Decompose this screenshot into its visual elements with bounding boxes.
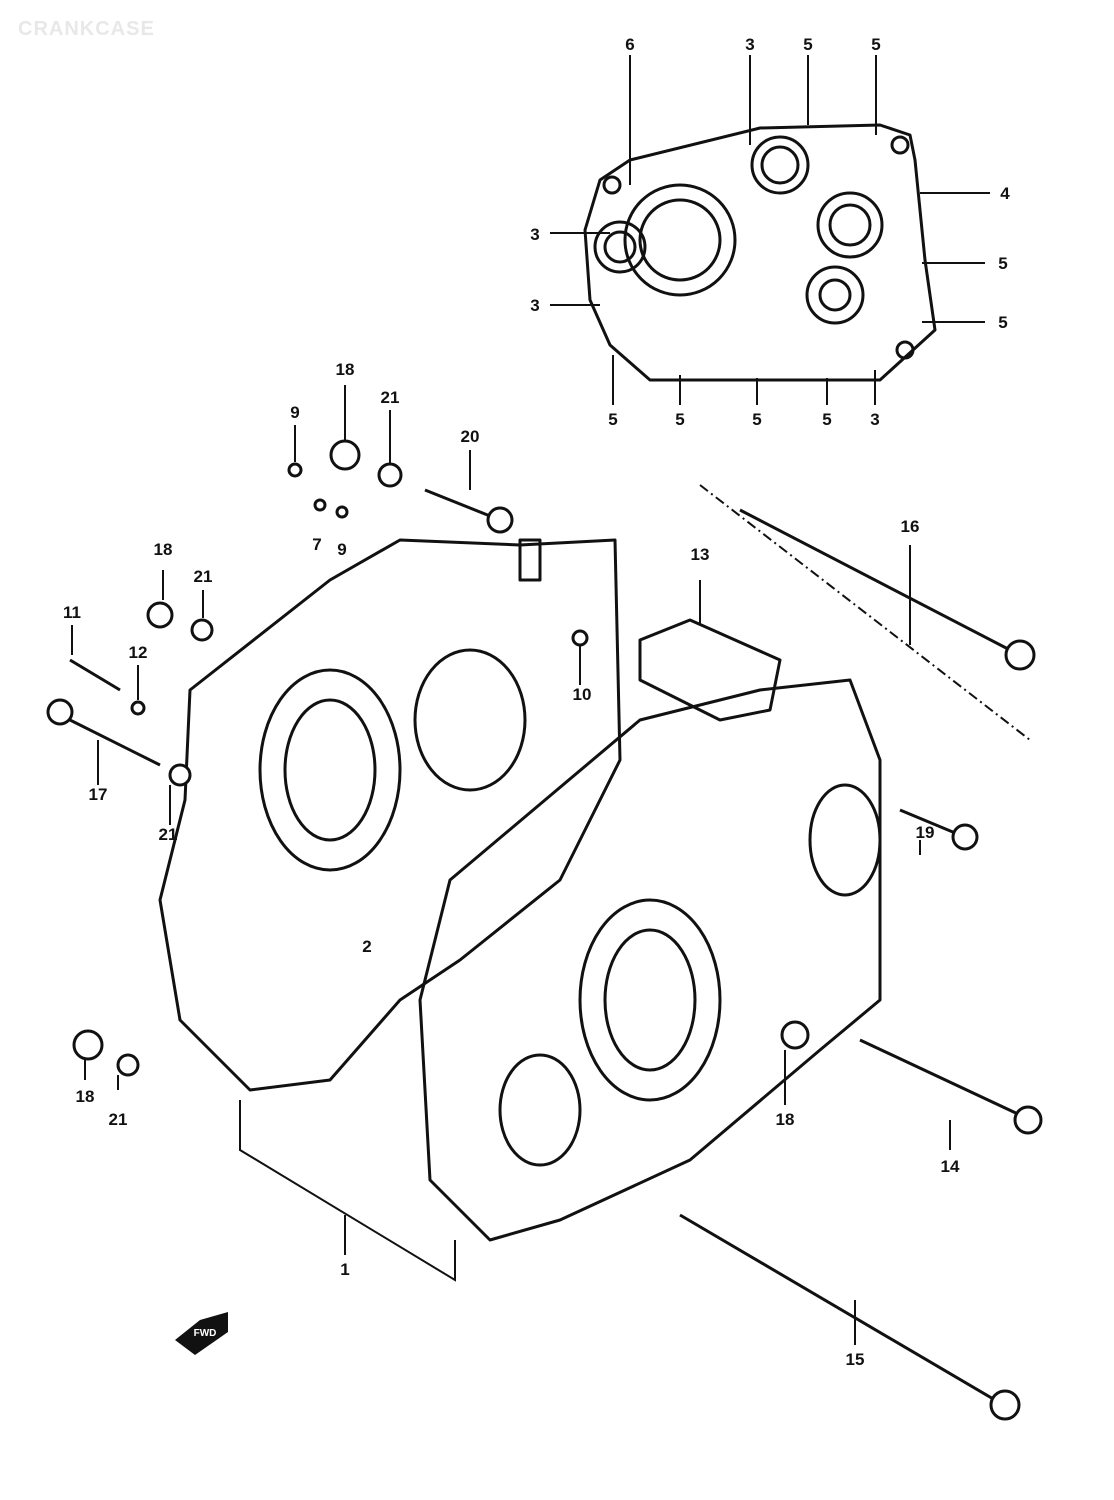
gasket-callout-lines	[550, 55, 990, 405]
pin-19	[899, 808, 979, 851]
pin-20	[424, 488, 514, 534]
callout-5: 5	[998, 313, 1007, 332]
callout-19: 19	[916, 823, 935, 842]
callout-3: 3	[870, 410, 879, 429]
callout-21: 21	[109, 1110, 128, 1129]
callout-21: 21	[159, 825, 178, 844]
callout-13: 13	[691, 545, 710, 564]
callout-9: 9	[290, 403, 299, 422]
callout-5: 5	[871, 35, 880, 54]
diagram-title: CRANKCASE	[18, 18, 155, 40]
callout-11: 11	[63, 603, 81, 622]
gasket-labels: 6 3 5 5 4 5 5 3 3 5 5 5 5 3	[530, 35, 1010, 429]
callout-17: 17	[89, 785, 108, 804]
callout-21: 21	[194, 567, 213, 586]
bolt-15	[679, 1213, 1021, 1421]
callout-5: 5	[608, 410, 617, 429]
callout-2: 2	[362, 937, 371, 956]
callout-5: 5	[803, 35, 812, 54]
bolt-16	[739, 508, 1036, 671]
front-arrow-icon: FWD	[175, 1312, 228, 1355]
callout-7: 7	[312, 535, 321, 554]
callout-15: 15	[846, 1350, 865, 1369]
callout-5: 5	[822, 410, 831, 429]
callout-18: 18	[776, 1110, 795, 1129]
callout-3: 3	[745, 35, 754, 54]
callout-18: 18	[336, 360, 355, 379]
crankcase-left-half	[158, 538, 622, 1092]
callout-6: 6	[625, 35, 634, 54]
bolt-17	[46, 698, 161, 767]
oil-filter-13	[638, 618, 782, 722]
callout-10: 10	[573, 685, 592, 704]
bolt-14	[859, 1038, 1043, 1135]
callout-3: 3	[530, 225, 539, 244]
callout-14: 14	[941, 1157, 960, 1176]
callout-18: 18	[76, 1087, 95, 1106]
callout-18: 18	[154, 540, 173, 559]
bolt-11	[69, 658, 121, 692]
callout-9: 9	[337, 540, 346, 559]
callout-1: 1	[340, 1260, 349, 1279]
nuts-and-washers	[72, 439, 810, 1077]
callout-3: 3	[530, 296, 539, 315]
callout-5: 5	[752, 410, 761, 429]
crankcase-gasket	[583, 123, 937, 382]
front-marker-text: FWD	[194, 1328, 217, 1339]
parts-labels: 18 21 9 20 7 9 18 21 11 12 17 21 10 13 1…	[63, 360, 960, 1369]
callout-21: 21	[381, 388, 400, 407]
callout-5: 5	[675, 410, 684, 429]
callout-5: 5	[998, 254, 1007, 273]
crankcase-right-half	[418, 678, 882, 1242]
callout-4: 4	[1000, 184, 1010, 203]
callout-20: 20	[461, 427, 480, 446]
callout-12: 12	[129, 643, 148, 662]
callout-16: 16	[901, 517, 920, 536]
leader-lines	[71, 385, 1031, 1345]
